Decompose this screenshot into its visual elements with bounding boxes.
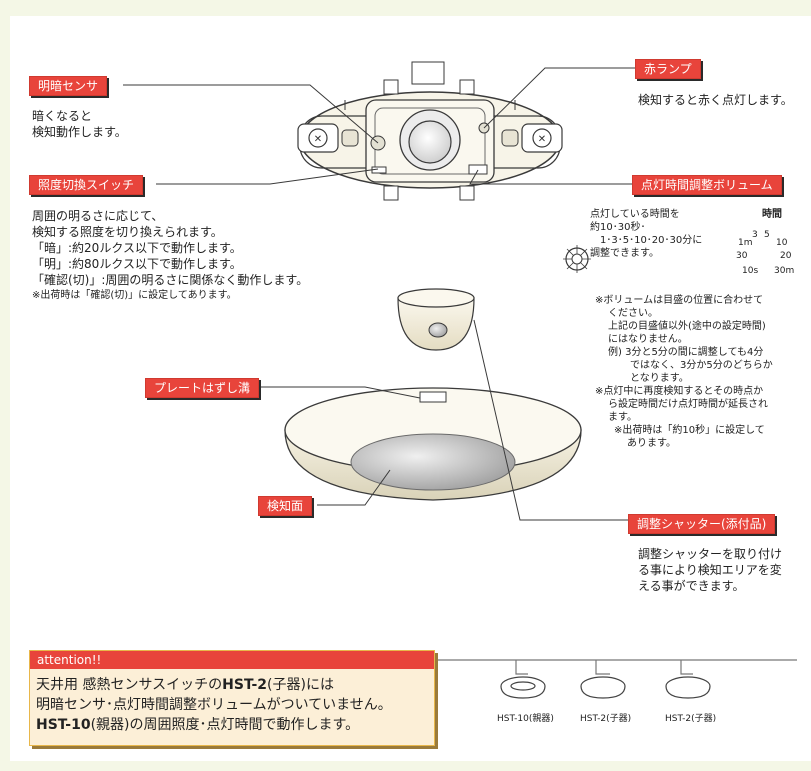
attention-line-2: 明暗センサ･点灯時間調整ボリュームがついていません。 (36, 697, 392, 713)
volume-note-7: となります。 (630, 373, 689, 384)
volume-note-10: ます。 (608, 412, 637, 423)
label-detection-face: 検知面 (258, 496, 313, 516)
attention-header: attention!! (30, 651, 434, 669)
label-ambient-sensor: 明暗センサ (29, 76, 108, 96)
dial-tick-3: 3 (752, 230, 758, 240)
dial-tick-30: 30 (736, 251, 748, 261)
dial-tick-30m: 30m (774, 266, 795, 276)
desc-shutter-1: 調整シャッターを取り付け (638, 547, 783, 561)
volume-note-5: 例) 3分と5分の間に調整しても4分 (608, 347, 764, 358)
unit-label-parent: HST-10(親器) (497, 714, 554, 724)
sensor-body-top: ✕ ✕ (297, 61, 563, 201)
dial-tick-10s: 10s (742, 266, 759, 276)
desc-switch-4: 「明」:約80ルクス以下で動作します。 (32, 257, 242, 271)
volume-note-11: ※出荷時は「約10秒」に設定して (614, 425, 765, 436)
attention-line-1: 天井用 感熱センサスイッチのHST-2(子器)には (36, 677, 334, 693)
dial-tick-20: 20 (780, 251, 792, 261)
desc-switch-1: 周囲の明るさに応じて、 (32, 209, 164, 223)
volume-note-3: 上記の目盛値以外(途中の設定時間) (608, 321, 766, 332)
label-plate-groove: プレートはずし溝 (145, 378, 260, 398)
volume-note-8: ※点灯中に再度検知するとその時点か (595, 386, 764, 397)
desc-shutter-2: る事により検知エリアを変 (638, 563, 782, 577)
unit-label-child-1: HST-2(子器) (580, 714, 632, 724)
desc-ambient-2: 検知動作します。 (32, 125, 127, 139)
volume-note-2: ください。 (608, 308, 658, 319)
dial-title: 時間 (762, 209, 782, 220)
dial-tick-5: 5 (764, 230, 770, 240)
cover-plate (284, 387, 582, 501)
label-illuminance-switch: 照度切換スイッチ (29, 175, 144, 195)
time-dial (563, 245, 591, 273)
volume-note-9: ら設定時間だけ点灯時間が延長され (608, 399, 768, 410)
desc-volume-3: 1･3･5･10･20･30分に (600, 235, 703, 246)
adjustment-shutter (397, 288, 475, 351)
desc-volume-2: 約10･30秒･ (590, 222, 646, 233)
volume-note-12: あります。 (627, 438, 676, 449)
volume-note-6: ではなく、3分か5分のどちらか (630, 360, 773, 371)
dial-tick-10: 10 (776, 238, 788, 248)
attention-line-3: HST-10(親器)の周囲照度･点灯時間で動作します。 (36, 717, 360, 733)
svg-text:✕: ✕ (314, 134, 322, 145)
unit-wiring (437, 659, 797, 675)
desc-switch-note: ※出荷時は「確認(切)」に設定してあります。 (32, 290, 237, 301)
desc-switch-2: 検知する照度を切り換えられます。 (32, 225, 223, 239)
desc-volume-1: 点灯している時間を (590, 209, 680, 220)
attention-box: attention!! 天井用 感熱センサスイッチのHST-2(子器)には 明暗… (29, 650, 435, 746)
desc-switch-5: 「確認(切)」:周囲の明るさに関係なく動作します。 (32, 273, 309, 287)
label-time-volume: 点灯時間調整ボリューム (632, 175, 782, 195)
desc-switch-3: 「暗」:約20ルクス以下で動作します。 (32, 241, 242, 255)
desc-shutter-3: える事ができます。 (638, 579, 745, 593)
desc-ambient-1: 暗くなると (32, 109, 93, 123)
label-red-lamp: 赤ランプ (635, 59, 701, 79)
unit-label-child-2: HST-2(子器) (665, 714, 717, 724)
desc-red-lamp: 検知すると赤く点灯します。 (638, 93, 793, 107)
desc-volume-4: 調整できます。 (590, 248, 659, 259)
dial-tick-1m: 1m (738, 238, 753, 248)
unit-icons (500, 676, 711, 699)
label-shutter: 調整シャッター(添付品) (628, 514, 776, 534)
volume-note-1: ※ボリュームは目盛の位置に合わせて (595, 295, 764, 306)
leader-lines (123, 67, 635, 521)
svg-text:✕: ✕ (538, 134, 546, 145)
volume-note-4: にはなりません。 (608, 334, 688, 345)
